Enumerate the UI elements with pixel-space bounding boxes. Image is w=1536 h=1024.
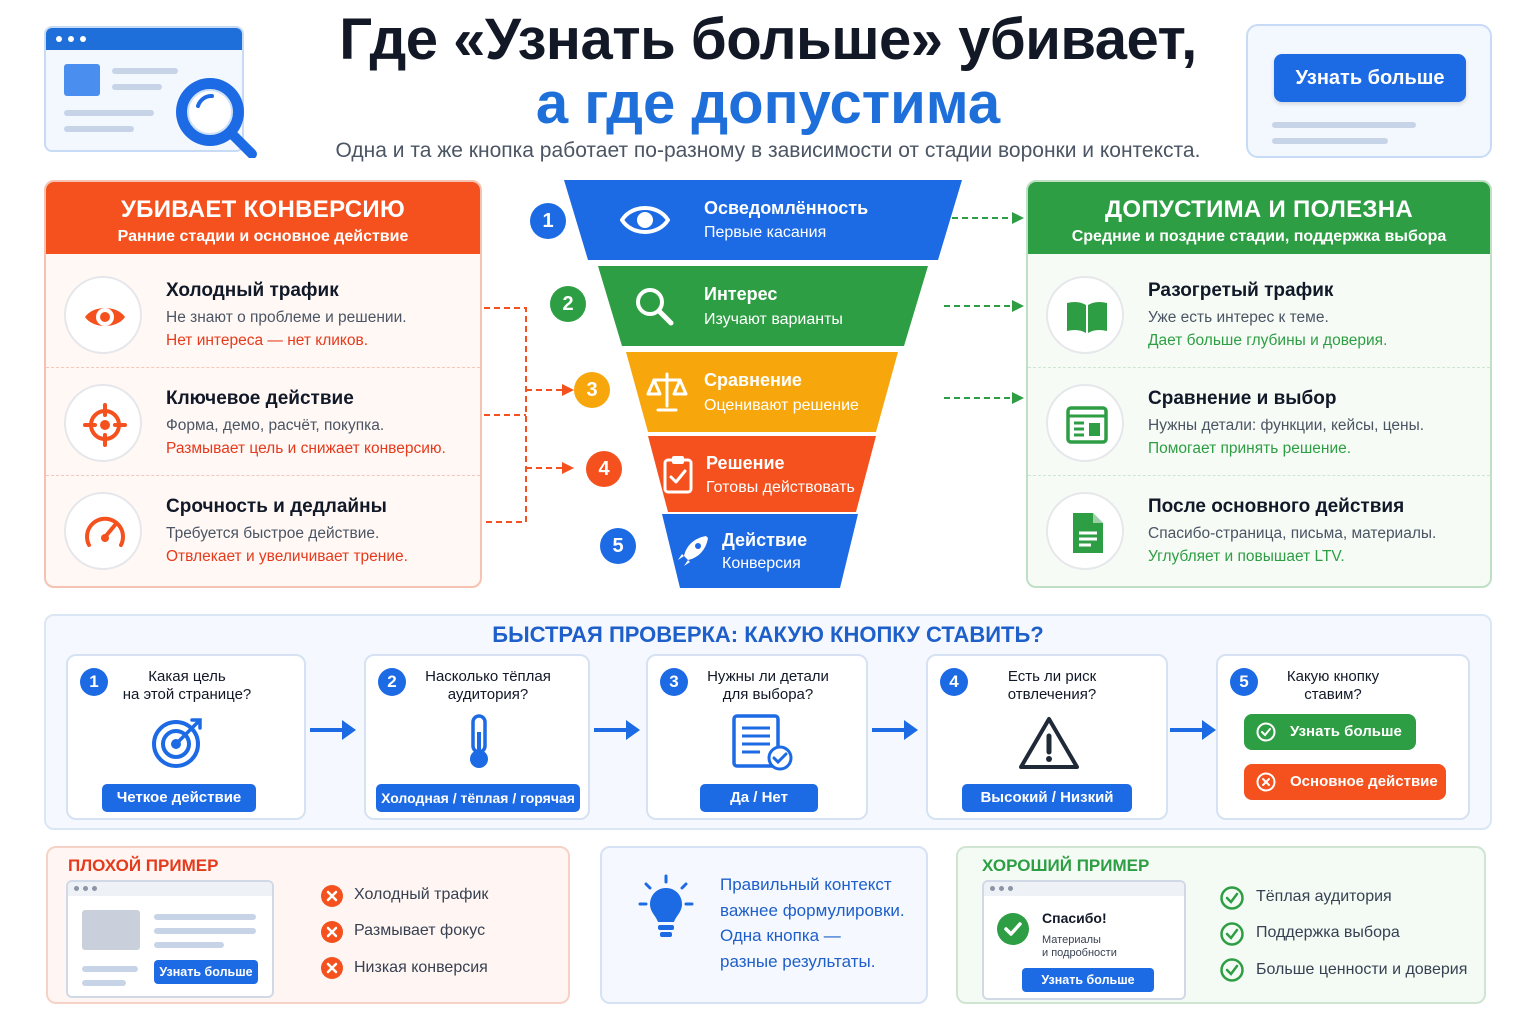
book-icon bbox=[1067, 301, 1107, 333]
kills-conversion-panel: УБИВАЕТ КОНВЕРСИЮ Ранние стадии и основн… bbox=[44, 180, 482, 588]
funnel-number-3: 3 bbox=[574, 372, 610, 408]
list-item: После основного действия Спасибо-страниц… bbox=[1028, 476, 1490, 584]
bad-example-section: ПЛОХОЙ ПРИМЕР Узнать больше Холодный тра… bbox=[46, 846, 570, 1004]
compare-sheet-icon bbox=[1066, 406, 1108, 444]
bad-choice-badge: Основное действие bbox=[1244, 764, 1446, 800]
check-step-3: 3 Нужны ли детали для выбора? Да / Нет bbox=[646, 654, 868, 820]
list-item: Срочность и дедлайны Требуется быстрое д… bbox=[46, 476, 480, 584]
check-circle-icon bbox=[1220, 886, 1244, 910]
funnel-stage-4: Решение Готовы действовать bbox=[648, 436, 876, 512]
bad-example-mockup: Узнать больше bbox=[66, 880, 274, 998]
flow-arrow bbox=[594, 720, 640, 740]
check-step-2: 2 Насколько тёплая аудитория? Холодная /… bbox=[364, 654, 590, 820]
lightbulb-icon bbox=[638, 874, 694, 937]
quick-check-title: БЫСТРАЯ ПРОВЕРКА: КАКУЮ КНОПКУ СТАВИТЬ? bbox=[492, 622, 1044, 647]
learn-more-button[interactable]: Узнать больше bbox=[1274, 54, 1466, 102]
target-arrow-icon bbox=[152, 718, 202, 768]
answer-badge: Высокий / Низкий bbox=[962, 784, 1132, 812]
kills-subheading: Ранние стадии и основное действие bbox=[117, 228, 409, 245]
allowed-connector-lines bbox=[944, 212, 1024, 404]
x-circle-icon bbox=[321, 885, 343, 907]
speedometer-icon bbox=[85, 516, 125, 547]
search-window-illustration bbox=[44, 26, 257, 158]
check-circle-icon bbox=[1256, 722, 1276, 742]
funnel-stage-3: Сравнение Оценивают решение bbox=[626, 352, 898, 432]
rocket-icon bbox=[678, 536, 708, 566]
answer-badge: Четкое действие bbox=[102, 784, 256, 812]
x-circle-icon bbox=[321, 921, 343, 943]
funnel-stage-1: Осведомлённость Первые касания bbox=[564, 180, 962, 260]
list-item: Ключевое действие Форма, демо, расчёт, п… bbox=[46, 368, 480, 476]
answer-badge: Холодная / тёплая / горячая bbox=[376, 784, 580, 812]
list-item: Холодный трафик Не знают о проблеме и ре… bbox=[46, 260, 480, 368]
cta-preview-card: Узнать больше bbox=[1246, 24, 1492, 158]
eye-icon bbox=[620, 206, 670, 234]
eye-icon bbox=[85, 308, 125, 326]
allowed-panel: ДОПУСТИМА И ПОЛЕЗНА Средние и поздние ст… bbox=[1026, 180, 1492, 588]
tip-section: Правильный контекст важнее формулировки.… bbox=[600, 846, 928, 1004]
answer-badge: Да / Нет bbox=[700, 784, 818, 812]
checklist-icon bbox=[732, 714, 793, 771]
clipboard-check-icon bbox=[663, 456, 693, 494]
kills-connector-lines bbox=[484, 307, 574, 523]
check-step-1: 1 Какая цель на этой странице? Четкое де… bbox=[66, 654, 306, 820]
funnel-stage-2: Интерес Изучают варианты bbox=[598, 266, 928, 346]
thermometer-icon bbox=[470, 714, 488, 768]
funnel-number-5: 5 bbox=[600, 528, 636, 564]
x-circle-icon bbox=[1256, 772, 1276, 792]
scales-icon bbox=[646, 372, 688, 412]
funnel-stage-5: Действие Конверсия bbox=[662, 514, 858, 588]
flow-arrow bbox=[872, 720, 918, 740]
x-circle-icon bbox=[321, 957, 343, 979]
quick-check-section: БЫСТРАЯ ПРОВЕРКА: КАКУЮ КНОПКУ СТАВИТЬ? … bbox=[44, 614, 1492, 830]
good-example-mockup: Спасибо! Материалы и подробности Узнать … bbox=[982, 880, 1186, 1000]
check-circle-icon bbox=[1220, 958, 1244, 982]
list-item: Сравнение и выбор Нужны детали: функции,… bbox=[1028, 368, 1490, 476]
search-icon bbox=[176, 78, 257, 158]
good-choice-badge: Узнать больше bbox=[1244, 714, 1416, 750]
magnifier-icon bbox=[636, 288, 674, 326]
check-step-4: 4 Есть ли риск отвлечения? Высокий / Низ… bbox=[926, 654, 1168, 820]
warning-icon bbox=[1019, 717, 1079, 769]
allowed-heading: ДОПУСТИМА И ПОЛЕЗНА bbox=[1104, 196, 1414, 223]
check-step-5: 5 Какую кнопку ставим? Узнать больше Осн… bbox=[1216, 654, 1470, 820]
check-circle-icon bbox=[997, 913, 1029, 945]
flow-arrow bbox=[310, 720, 356, 740]
learn-more-button[interactable]: Узнать больше bbox=[154, 960, 258, 984]
funnel-number-1: 1 bbox=[530, 203, 566, 239]
page-title-line2: а где допустима bbox=[535, 71, 1001, 136]
allowed-subheading: Средние и поздние стадии, поддержка выбо… bbox=[1071, 228, 1447, 245]
list-item: Разогретый трафик Уже есть интерес к тем… bbox=[1028, 260, 1490, 368]
funnel-number-2: 2 bbox=[550, 286, 586, 322]
kills-heading: УБИВАЕТ КОНВЕРСИЮ bbox=[120, 196, 406, 223]
learn-more-button[interactable]: Узнать больше bbox=[1022, 968, 1154, 992]
flow-arrow bbox=[1170, 720, 1216, 740]
funnel-number-4: 4 bbox=[586, 451, 622, 487]
document-icon bbox=[1073, 513, 1103, 553]
good-example-section: ХОРОШИЙ ПРИМЕР Спасибо! Материалы и подр… bbox=[956, 846, 1486, 1004]
target-icon bbox=[83, 403, 127, 447]
tip-text: Правильный контекст важнее формулировки.… bbox=[720, 875, 905, 971]
page-subtitle: Одна и та же кнопка работает по-разному … bbox=[335, 139, 1201, 162]
page-title-line1: Где «Узнать больше» убивает, bbox=[339, 7, 1197, 72]
check-circle-icon bbox=[1220, 922, 1244, 946]
